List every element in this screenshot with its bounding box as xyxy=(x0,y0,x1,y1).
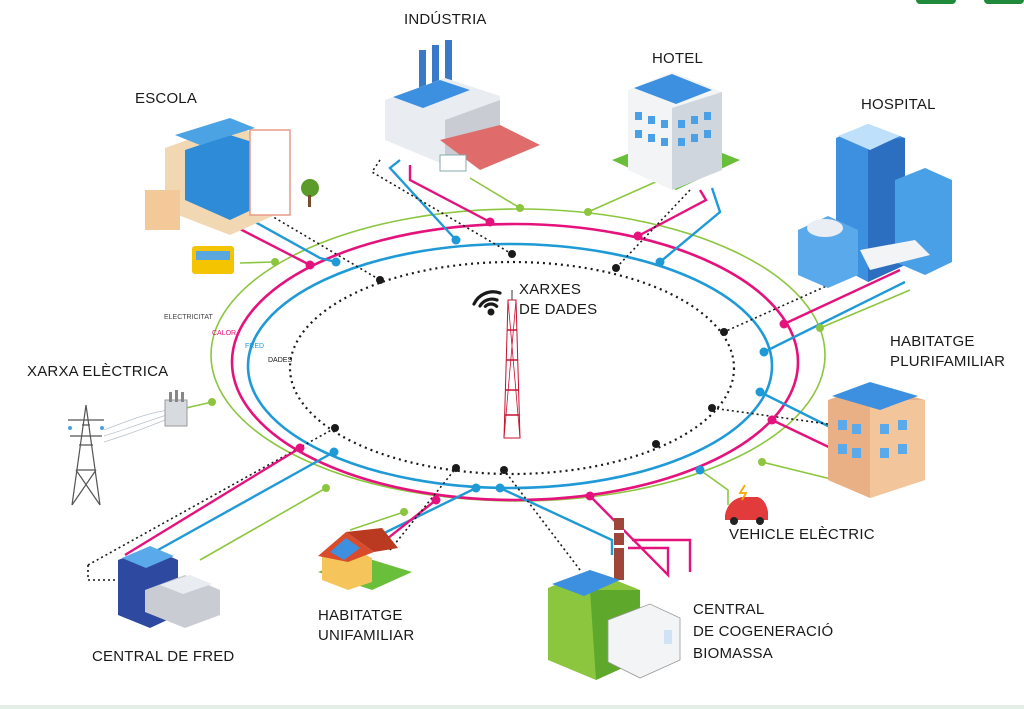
label-habitatge-unifamiliar-1: HABITATGE xyxy=(318,607,403,624)
label-xarxes-dades-1: XARXES xyxy=(519,281,582,298)
power-pylon-icon xyxy=(68,404,104,506)
label-xarxes-dades-2: DE DADES xyxy=(519,301,598,318)
wifi-icon xyxy=(472,290,502,316)
industria-connections xyxy=(370,159,521,255)
hotel-building xyxy=(612,72,740,190)
label-central-cogen-3: BIOMASSA xyxy=(693,645,773,662)
hospital-connections xyxy=(723,261,911,354)
transformer-icon xyxy=(164,390,188,427)
label-vehicle-electric: VEHICLE ELÈCTRIC xyxy=(729,526,875,543)
label-escola: ESCOLA xyxy=(135,90,198,107)
label-habitatge-unifamiliar-2: UNIFAMILIAR xyxy=(318,627,415,644)
vehicle-connections xyxy=(699,469,729,505)
plurifamiliar-connections xyxy=(711,390,841,481)
cogeneracio-building xyxy=(548,518,681,680)
label-industria: INDÚSTRIA xyxy=(404,11,487,28)
ring-label-electricitat: ELECTRICITAT xyxy=(164,314,213,321)
label-xarxa-electrica: XARXA ELÈCTRICA xyxy=(27,363,169,380)
label-habitatge-plurifamiliar-2: PLURIFAMILIAR xyxy=(890,353,1006,370)
dades-ring xyxy=(288,260,736,476)
central-fred-connections xyxy=(87,427,336,581)
ring-label-calor: CALOR xyxy=(212,330,237,337)
ring-label-dades: DADES xyxy=(268,357,293,364)
unifamiliar-building xyxy=(318,528,412,590)
label-hospital: HOSPITAL xyxy=(861,96,936,113)
cogeneracio-connections xyxy=(499,469,692,578)
central-fred-building xyxy=(118,546,220,628)
fred-ring xyxy=(246,242,774,490)
industria-building xyxy=(385,40,540,172)
plurifamiliar-building xyxy=(828,382,925,498)
escola-building xyxy=(145,118,319,274)
vehicle-car xyxy=(725,484,768,525)
calor-ring xyxy=(230,222,800,502)
label-central-cogen-2: DE COGENERACIÓ xyxy=(693,623,834,640)
corner-tab-right xyxy=(984,0,1024,4)
escola-connections xyxy=(237,214,381,281)
ring-label-fred: FRED xyxy=(245,343,265,350)
hospital-building xyxy=(798,124,952,288)
telecom-tower-icon xyxy=(503,290,521,439)
junction-dots xyxy=(208,204,824,516)
label-central-fred: CENTRAL DE FRED xyxy=(92,648,235,665)
label-hotel: HOTEL xyxy=(652,50,704,67)
label-central-cogen-1: CENTRAL xyxy=(693,601,765,618)
xarxa-electrica-connections xyxy=(103,401,213,443)
footer-bar xyxy=(0,705,1024,709)
corner-tab-left xyxy=(916,0,956,4)
hotel-connections xyxy=(587,179,722,269)
label-habitatge-plurifamiliar-1: HABITATGE xyxy=(890,333,975,350)
